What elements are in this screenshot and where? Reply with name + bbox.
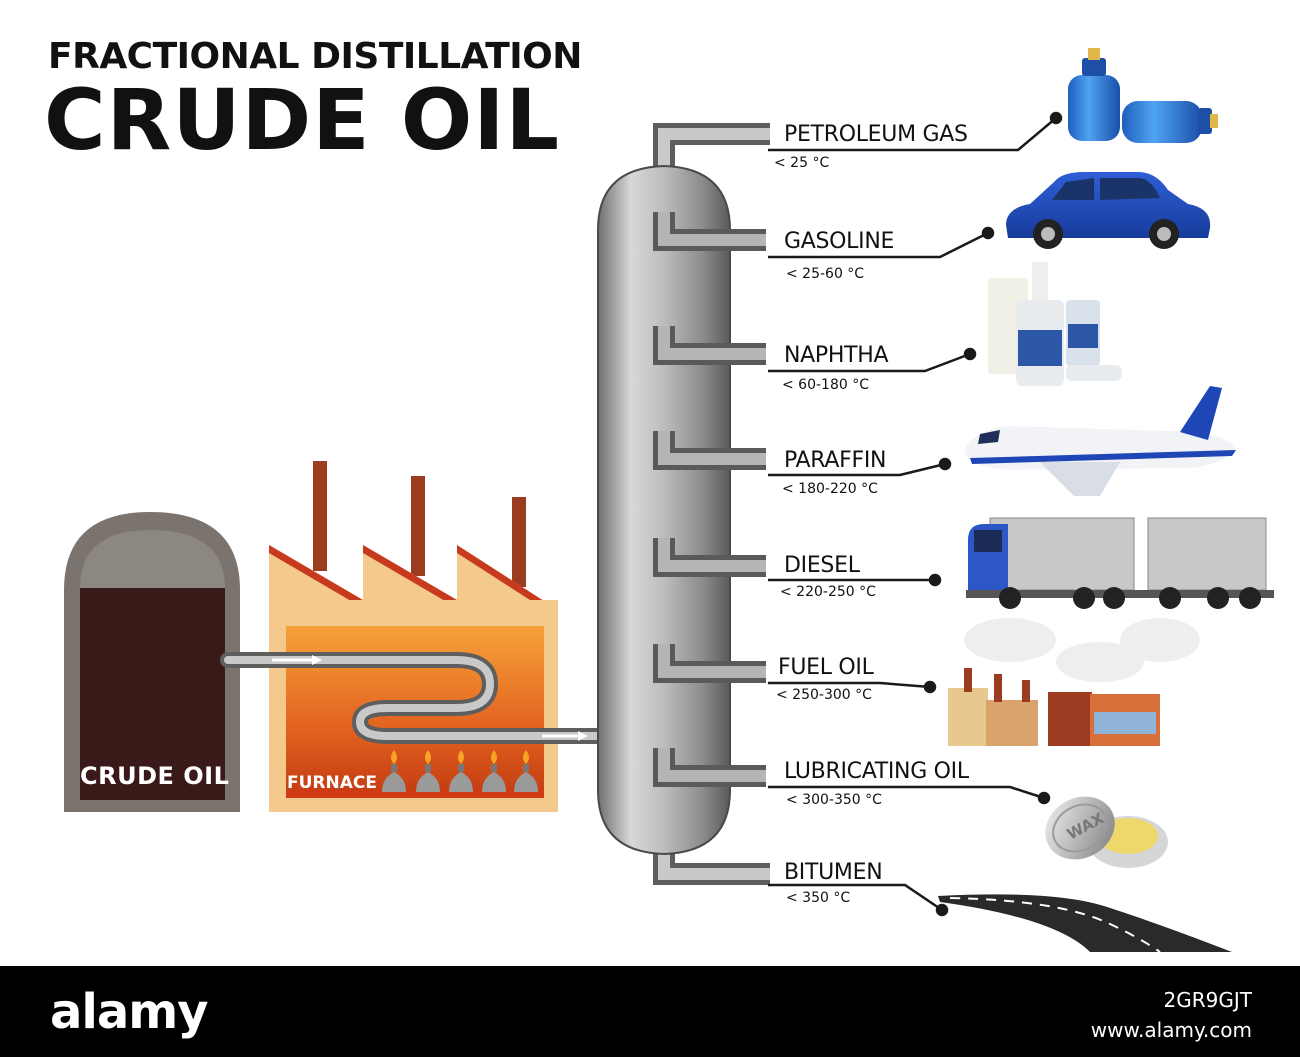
gas-cylinder-icon — [1068, 48, 1218, 143]
diagram-title: CRUDE OIL — [44, 71, 561, 169]
fraction-name-paraffin: PARAFFIN — [784, 448, 887, 473]
fraction-name-bitumen: BITUMEN — [784, 860, 883, 885]
airplane-icon — [964, 386, 1236, 496]
fraction-name-fuel-oil: FUEL OIL — [778, 655, 874, 680]
leader-lines — [768, 111, 1063, 917]
car-icon — [1006, 172, 1211, 249]
truck-icon — [966, 517, 1274, 609]
crude-oil-tank — [64, 512, 240, 812]
fraction-temp-paraffin: < 180-220 °C — [782, 481, 878, 497]
fraction-temp-gasoline: < 25-60 °C — [786, 266, 865, 282]
footer-bar: alamy 2GR9GJT www.alamy.com — [0, 966, 1300, 1057]
flow-arrow — [272, 655, 322, 665]
burners — [382, 750, 538, 792]
diagram-artwork: WAX — [64, 48, 1274, 953]
side-draw-pipes — [653, 212, 766, 787]
fraction-temp-naphtha: < 60-180 °C — [782, 377, 869, 393]
footer-url: www.alamy.com — [1090, 1018, 1252, 1042]
fraction-temp-fuel-oil: < 250-300 °C — [776, 687, 872, 703]
furnace-label: FURNACE — [287, 773, 377, 793]
wax-tin-icon: WAX — [1045, 796, 1168, 868]
fraction-name-naphtha: NAPHTHA — [784, 343, 889, 368]
feed-pipe — [220, 652, 606, 744]
fraction-name-diesel: DIESEL — [784, 553, 860, 578]
fraction-temp-lubricating-oil: < 300-350 °C — [786, 792, 882, 808]
fraction-name-lubricating-oil: LUBRICATING OIL — [784, 759, 969, 784]
fraction-temp-diesel: < 220-250 °C — [780, 584, 876, 600]
fraction-name-petroleum-gas: PETROLEUM GAS — [784, 122, 968, 147]
flow-arrow — [542, 731, 588, 741]
footer-logo: alamy — [50, 984, 209, 1040]
fraction-temp-petroleum-gas: < 25 °C — [774, 155, 830, 171]
diagram-subtitle: FRACTIONAL DISTILLATION — [48, 36, 582, 77]
diagram-page: FRACTIONAL DISTILLATION CRUDE OIL — [44, 36, 1274, 953]
furnace-building — [269, 461, 558, 812]
factory-icon — [948, 618, 1200, 746]
fraction-name-gasoline: GASOLINE — [784, 229, 895, 254]
road-icon — [938, 894, 1232, 953]
fraction-temp-bitumen: < 350 °C — [786, 890, 851, 906]
bottles-icon — [988, 262, 1122, 386]
crude-oil-tank-label: CRUDE OIL — [80, 762, 230, 790]
footer-image-id: 2GR9GJT — [1163, 988, 1252, 1012]
